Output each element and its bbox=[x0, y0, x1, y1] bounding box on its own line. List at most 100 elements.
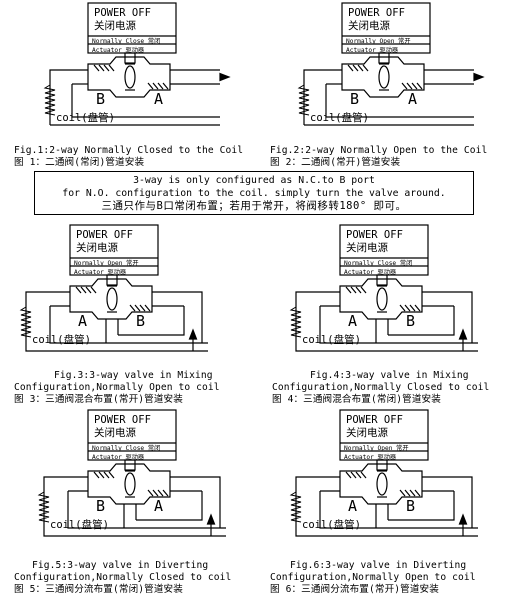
fig6-caption-cn: 图 6：三通阀分流布置(常开)管道安装 bbox=[270, 584, 439, 595]
status-label: Normally Close 常闭 bbox=[344, 259, 412, 267]
power-off-cn-label: 关闭电源 bbox=[94, 426, 136, 439]
fig5-hatch bbox=[108, 471, 115, 479]
flow-arrow-icon bbox=[219, 72, 231, 82]
fig3-coil-icon bbox=[19, 306, 32, 338]
fig1-hatch bbox=[98, 64, 105, 72]
note-line-2: for N.O. configuration to the coil. simp… bbox=[62, 188, 446, 199]
fig2-hatch bbox=[401, 82, 408, 90]
fig3-return-pipe bbox=[49, 306, 208, 344]
fig6-hatch bbox=[414, 489, 421, 497]
fig3-hatch bbox=[85, 286, 92, 294]
fig3-right-port-label: B bbox=[136, 312, 145, 330]
fig5-hatch bbox=[157, 489, 164, 497]
fig1-return-pipe bbox=[71, 84, 220, 118]
fig5-coil-label: coil(盘管) bbox=[50, 518, 109, 531]
fig2-right-port-label: A bbox=[408, 90, 417, 108]
fig1-stem bbox=[124, 52, 136, 64]
fig6-hatch bbox=[409, 489, 416, 497]
fig4-caption-en: Fig.4:3-way valve in Mixing bbox=[310, 370, 469, 381]
fig4-caption-en2: Configuration,Normally Closed to coil bbox=[272, 382, 490, 393]
fig4-hatch bbox=[399, 304, 406, 312]
fig5-left-port-label: B bbox=[96, 497, 105, 515]
fig1-coil-label: coil(盘管) bbox=[56, 111, 115, 124]
note-line-3: 三通只作与B口常闭布置；若用于常开，将阀移转180° 即可。 bbox=[101, 200, 407, 212]
fig4-stem bbox=[376, 274, 388, 286]
status-label: Normally Open 常开 bbox=[346, 37, 411, 45]
fig3-caption-cn: 图 3：三通阀混合布置(常开)管道安装 bbox=[14, 394, 183, 405]
fig4-return-pipe bbox=[319, 306, 478, 344]
fig4-coil-label: coil(盘管) bbox=[302, 333, 361, 346]
fig6-right-port-label: B bbox=[406, 497, 415, 515]
fig2-valve-body bbox=[341, 56, 425, 98]
fig6-left-port-label: A bbox=[348, 497, 357, 515]
power-off-cn-label: 关闭电源 bbox=[76, 241, 118, 254]
status-label: Normally Open 常开 bbox=[344, 444, 409, 452]
flow-arrow-icon bbox=[188, 328, 198, 340]
fig3-stem bbox=[106, 274, 118, 286]
power-off-label: POWER OFF bbox=[346, 229, 403, 241]
fig4-hatch bbox=[404, 304, 411, 312]
fig3-left-port-label: A bbox=[78, 312, 87, 330]
fig3-hatch bbox=[90, 286, 97, 294]
fig4-hatch bbox=[345, 286, 352, 294]
power-off-label: POWER OFF bbox=[348, 7, 405, 19]
fig3-valve-body bbox=[69, 278, 153, 320]
fig6-hatch bbox=[355, 471, 362, 479]
fig6-hatch bbox=[404, 489, 411, 497]
fig6-coil-icon bbox=[289, 491, 302, 523]
fig5-hatch bbox=[152, 489, 159, 497]
fig4-riser-pipe bbox=[462, 291, 473, 343]
power-off-label: POWER OFF bbox=[76, 229, 133, 241]
fig5-stem bbox=[124, 459, 136, 471]
fig4-valve-ball bbox=[376, 287, 388, 311]
fig3-hatch bbox=[134, 304, 141, 312]
fig3-hatch bbox=[144, 304, 151, 312]
actuator-label: Actuator 驱动器 bbox=[92, 47, 145, 54]
fig3-riser-pipe bbox=[192, 291, 203, 343]
fig3-hatch bbox=[129, 304, 136, 312]
power-off-label: POWER OFF bbox=[94, 414, 151, 426]
fig4-hatch bbox=[355, 286, 362, 294]
flow-arrow-icon bbox=[458, 328, 468, 340]
fig6-valve-ball bbox=[376, 472, 388, 496]
fig3-hatch bbox=[75, 286, 82, 294]
fig1-coil-icon bbox=[43, 84, 56, 116]
fig2-left-port-label: B bbox=[350, 90, 359, 108]
fig5-coil-icon bbox=[37, 491, 50, 523]
fig5-valve-body bbox=[87, 463, 171, 505]
fig5-return-pipe bbox=[67, 491, 226, 529]
fig6-riser-pipe bbox=[462, 476, 473, 528]
status-label: Normally Open 常开 bbox=[74, 259, 139, 267]
fig5-caption-cn: 图 5：三通阀分流布置(常闭)管道安装 bbox=[14, 584, 183, 595]
fig2-caption-cn: 图 2：二通阀(常开)管道安装 bbox=[270, 157, 401, 168]
fig1-caption-en: Fig.1:2-way Normally Closed to the Coil bbox=[14, 145, 244, 156]
fig3-caption-en2: Configuration,Normally Open to coil bbox=[14, 382, 220, 393]
fig2-stem bbox=[378, 52, 390, 64]
fig6-hatch bbox=[399, 489, 406, 497]
fig3-hatch bbox=[80, 286, 87, 294]
fig6-coil-label: coil(盘管) bbox=[302, 518, 361, 531]
fig2-hatch bbox=[406, 82, 413, 90]
note-line-1: 3-way is only configured as N.C.to B por… bbox=[133, 175, 375, 186]
fig2-hatch bbox=[352, 64, 359, 72]
fig3-inner-pipe bbox=[118, 306, 185, 336]
fig1-hatch bbox=[103, 64, 110, 72]
fig2-hatch bbox=[362, 64, 369, 72]
fig5-hatch bbox=[162, 489, 169, 497]
fig5-hatch bbox=[93, 471, 100, 479]
power-off-cn-label: 关闭电源 bbox=[346, 241, 388, 254]
fig4-caption-cn: 图 4：三通阀混合布置(常闭)管道安装 bbox=[272, 394, 441, 405]
fig1-hatch bbox=[162, 82, 169, 90]
fig6-hatch bbox=[350, 471, 357, 479]
fig1-caption-cn: 图 1：二通阀(常闭)管道安装 bbox=[14, 157, 145, 168]
fig6-hatch bbox=[360, 471, 367, 479]
